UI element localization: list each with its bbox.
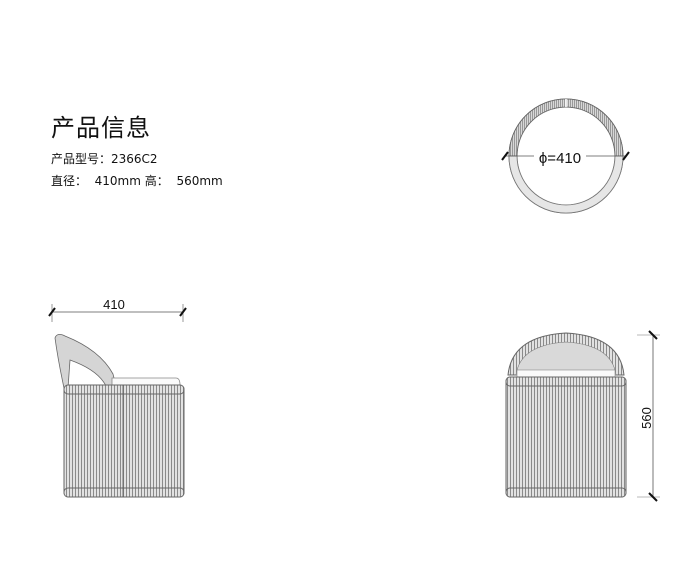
model-line: 产品型号：2366C2 xyxy=(51,150,158,167)
diameter-dimension: ϕ=410 xyxy=(539,150,581,167)
width-dimension: 410 xyxy=(103,297,125,312)
top-view: ϕ=410 xyxy=(501,98,630,214)
front-view: 560 xyxy=(505,330,660,502)
side-view: 410 xyxy=(48,297,187,498)
size-line: 直径： 410mm 高： 560mm xyxy=(51,172,223,189)
height-label: 高： xyxy=(144,174,169,188)
page-title: 产品信息 xyxy=(51,114,151,142)
model-value: 2366C2 xyxy=(111,152,158,166)
diameter-value: 410mm xyxy=(94,174,141,188)
model-label: 产品型号： xyxy=(51,152,112,166)
height-value: 560mm xyxy=(176,174,223,188)
height-dimension: 560 xyxy=(639,407,654,429)
diameter-label: 直径： xyxy=(51,174,88,188)
